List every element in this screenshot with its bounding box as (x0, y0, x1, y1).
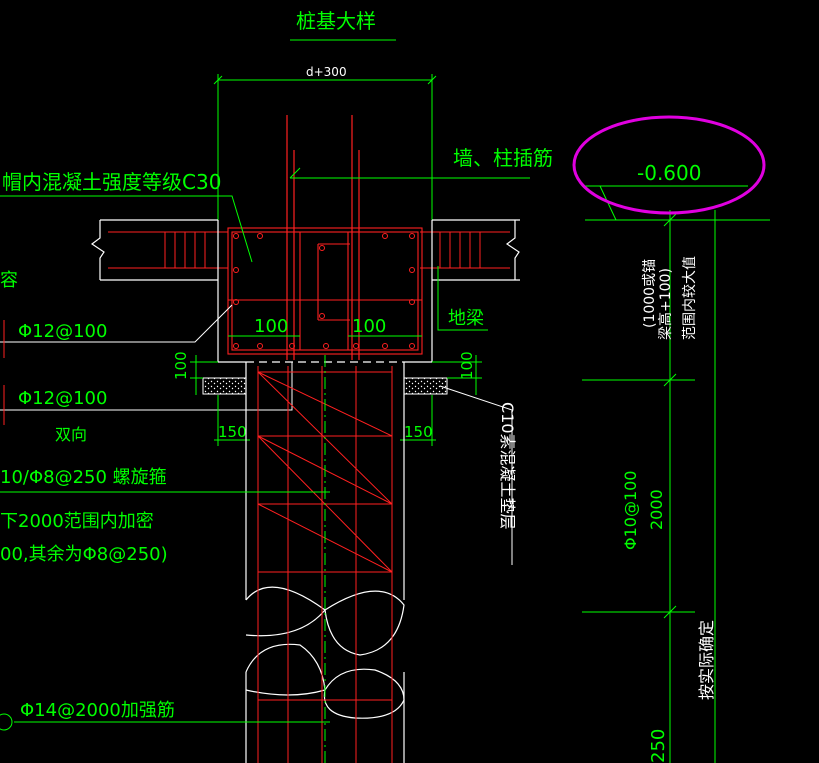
elev-length-3: 范围内较大值 (681, 256, 698, 340)
ground-beam-outline (90, 219, 520, 281)
cushion-leader (439, 385, 513, 565)
column-dowel-bars (286, 115, 360, 360)
elev-length-2: 梁高+100) (657, 268, 674, 340)
elevation-level: -0.600 (637, 161, 701, 185)
rebar-leaders (0, 304, 293, 411)
cushion-dims (190, 355, 482, 395)
right-100-dim: 100 (458, 351, 476, 380)
spiral-label: 10/Φ8@250 螺旋箍 (0, 467, 167, 488)
pile-cap-rebar (227, 227, 423, 355)
inner-right-100: 100 (352, 316, 386, 337)
elev-stirrup: Φ10@100 (621, 471, 640, 551)
drawing-title: 桩基大样 (296, 9, 376, 33)
left-100-dim: 100 (172, 351, 190, 380)
ground-beam-label: 地梁 (448, 308, 484, 329)
top-width-label: d+300 (306, 65, 347, 79)
strengthen-leader (0, 713, 330, 731)
strengthen-label: Φ14@2000加强筋 (20, 700, 175, 721)
elev-length-1: (1000或锚 (642, 259, 658, 328)
elev-by-design: 按实际确定 (697, 620, 716, 700)
left-150-dim: 150 (218, 423, 247, 441)
ground-beam-rebar (108, 231, 510, 269)
cushion-left (202, 377, 247, 395)
cap-concrete-leader (0, 195, 253, 263)
top-dimension (213, 74, 437, 220)
elevation-lines (582, 185, 770, 763)
inner-left-100: 100 (254, 316, 288, 337)
dense-label-2: 00,其余为Φ8@250) (0, 544, 168, 565)
elev-bottom-num: 250 (648, 729, 669, 763)
elevation-highlight (572, 115, 766, 215)
elev-dense-len: 2000 (647, 489, 666, 530)
wall-bars-leader (289, 167, 530, 179)
wall-bars-label: 墙、柱插筋 (453, 146, 553, 170)
rebar-label-2: Φ12@100 (18, 388, 107, 409)
pile-cap-outline (217, 220, 433, 363)
cushion-label: C10素混凝土垫层 (498, 402, 517, 530)
cap-concrete-label: 帽内混凝土强度等级C30 (2, 170, 221, 194)
two-way-label: 双向 (55, 425, 87, 444)
cap-rebar-dots (233, 233, 415, 349)
rebar-label-1: Φ12@100 (18, 321, 107, 342)
dense-label-1: 下2000范围内加密 (0, 511, 154, 532)
right-150-dim: 150 (404, 423, 433, 441)
ground-beam-leader (437, 266, 488, 331)
fragment-label: 容 (0, 270, 18, 291)
